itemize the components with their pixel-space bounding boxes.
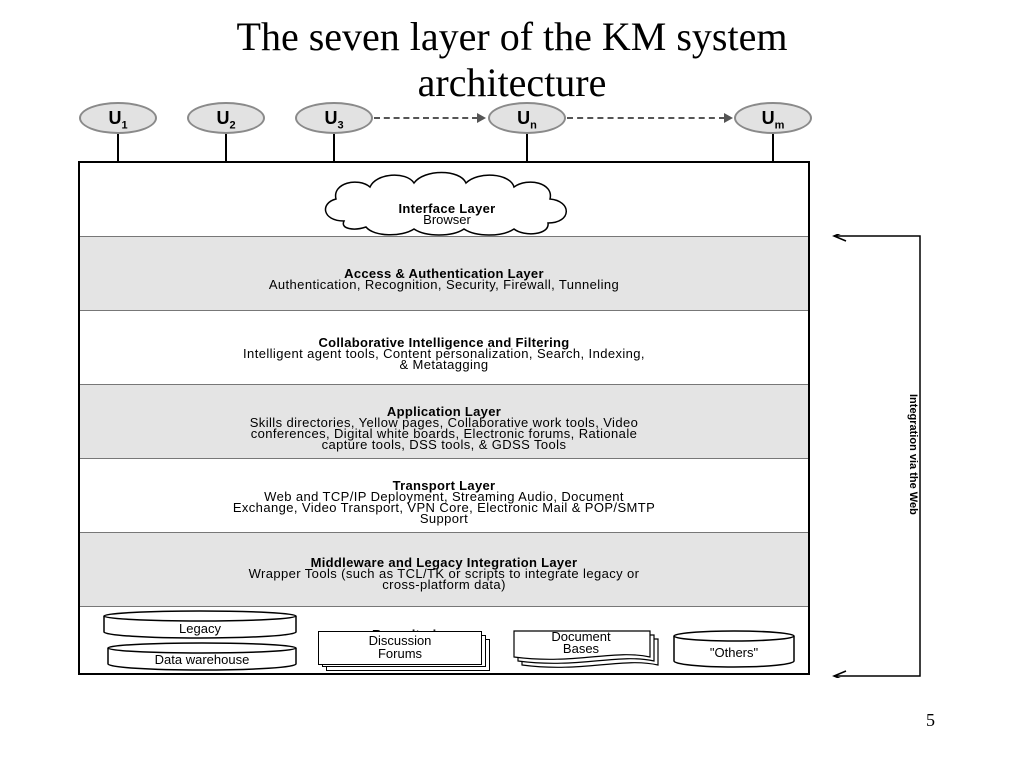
user-node-2: U2 [187,102,265,134]
user-node-3: U3 [295,102,373,134]
document-bases-label: Document Bases [514,629,648,656]
collaborative-layer-desc-1: Intelligent agent tools, Content persona… [243,346,645,361]
access-layer-desc: Authentication, Recognition, Security, F… [268,277,620,292]
legacy-label: Legacy [179,621,221,636]
middleware-layer-title: Middleware and Legacy Integration Layer [310,555,578,570]
collaborative-layer-desc-2: & Metatagging [399,357,489,372]
transport-layer-desc-3: Support [419,511,469,526]
application-layer-desc-1: Skills directories, Yellow pages, Collab… [249,415,639,430]
user-connector-n [526,134,528,162]
cloud-icon: Interface Layer Browser [314,169,580,237]
collaborative-layer: Collaborative Intelligence and Filtering… [80,311,808,385]
access-layer: Access & Authentication Layer Authentica… [80,237,808,311]
user-node-n: Un [488,102,566,134]
transport-layer: Transport Layer Web and TCP/IP Deploymen… [80,459,808,533]
document-bases-line-1: Document [551,629,611,644]
application-layer-desc-3: capture tools, DSS tools, & GDSS Tools [321,437,567,452]
others-label: "Others" [709,645,759,660]
transport-layer-desc-2: Exchange, Video Transport, VPN Core, Ele… [232,500,656,515]
user-connector-1 [117,134,119,162]
discussion-forums-line-1: Discussion [368,633,432,648]
user-connector-3 [333,134,335,162]
interface-layer-title: Interface Layer [398,201,496,216]
middleware-layer-desc-1: Wrapper Tools (such as TCL/TK or scripts… [248,566,640,581]
integration-arrow-icon [832,234,921,678]
user-connector-m [772,134,774,162]
access-layer-title: Access & Authentication Layer [344,266,544,281]
user-connector-2 [225,134,227,162]
layer-stack: Interface Layer Browser Access & Authent… [78,161,810,675]
collaborative-layer-title: Collaborative Intelligence and Filtering [318,335,570,350]
integration-label-text: Integration via the Web [907,394,919,515]
user-node-1: U1 [79,102,157,134]
middleware-layer: Middleware and Legacy Integration Layer … [80,533,808,607]
others-database-icon [673,630,795,668]
data-warehouse-label: Data warehouse [154,652,250,667]
application-layer: Application Layer Skills directories, Ye… [80,385,808,459]
slide-title: The seven layer of the KM system archite… [0,14,1024,106]
interface-layer-desc: Browser [423,212,471,227]
interface-layer: Interface Layer Browser [80,163,808,237]
document-bases-line-2: Bases [562,641,600,656]
data-warehouse-database-icon [107,642,297,671]
title-line-1: The seven layer of the KM system [236,14,788,59]
discussion-forums-line-2: Forums [377,646,423,661]
legacy-database-icon [103,610,297,639]
title-line-2: architecture [417,60,607,105]
user-node-m: Um [734,102,812,134]
transport-layer-desc-1: Web and TCP/IP Deployment, Streaming Aud… [264,489,624,504]
discussion-forums-box: Discussion Forums [318,631,482,665]
page-number: 5 [926,710,935,730]
dashed-arrow-n-to-m [567,113,733,123]
dashed-arrow-3-to-n [374,113,486,123]
middleware-layer-desc-2: cross-platform data) [382,577,506,592]
document-bases-icon [513,630,659,668]
transport-layer-title: Transport Layer [392,478,496,493]
application-layer-title: Application Layer [386,404,502,419]
application-layer-desc-2: conferences, Digital white boards, Elect… [250,426,638,441]
